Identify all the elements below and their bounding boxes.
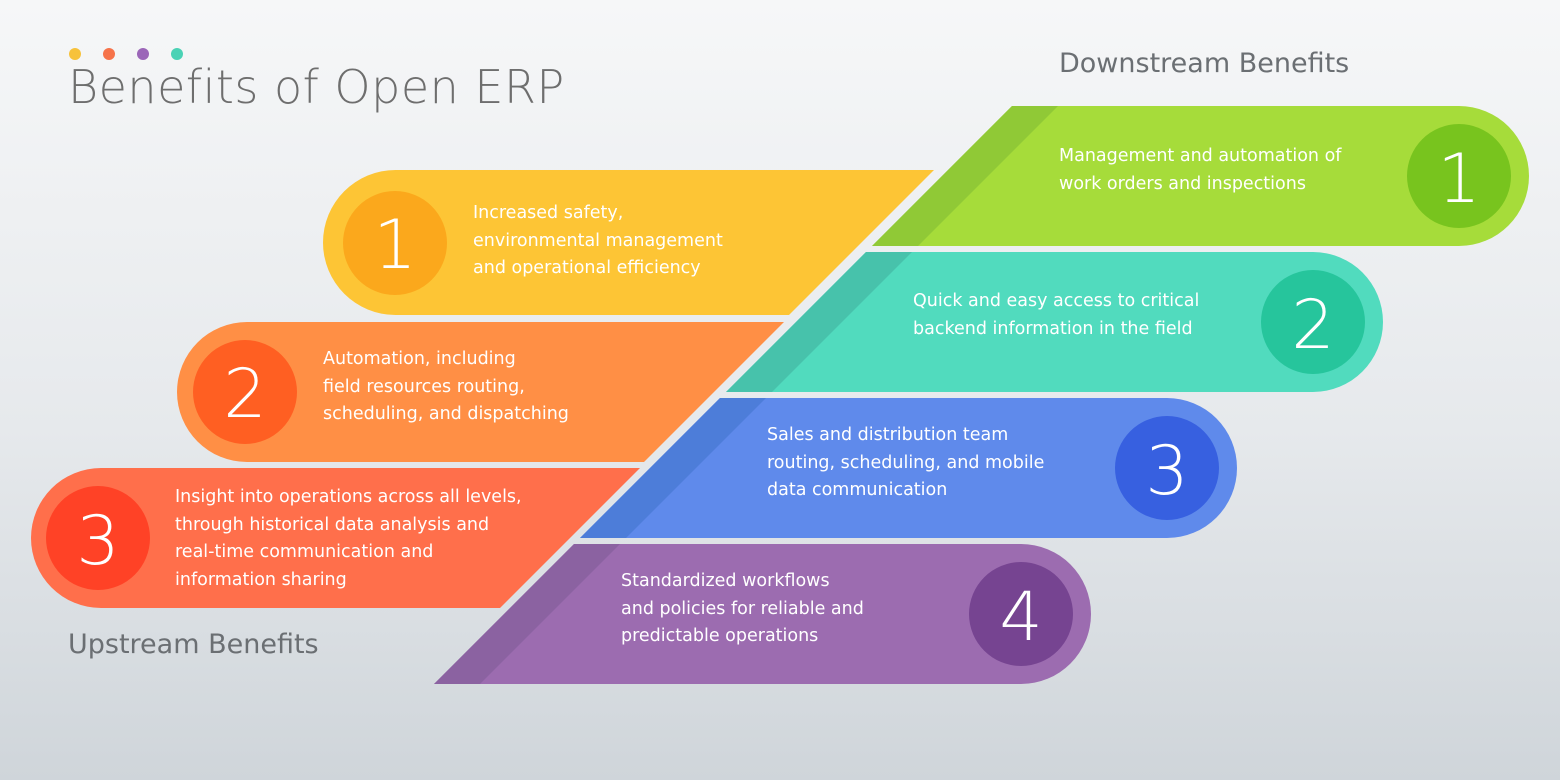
header-dot [69, 48, 81, 60]
downstream-circle-4 [969, 562, 1073, 666]
downstream-band-4 [434, 544, 1091, 684]
downstream-item-2-text: Quick and easy access to critical backen… [913, 291, 1200, 339]
downstream-band-shade-4 [434, 544, 620, 684]
header-dot [137, 48, 149, 60]
upstream-number-1: 1 [373, 206, 416, 285]
upstream-band-1 [323, 170, 934, 315]
downstream-circle-2 [1261, 270, 1365, 374]
downstream-band-shade-2 [726, 252, 912, 392]
upstream-item-2-text: Automation, including field resources ro… [323, 349, 569, 424]
downstream-band-shade-3 [580, 398, 766, 538]
upstream-circle-3 [46, 486, 150, 590]
upstream-label: Upstream Benefits [68, 629, 319, 660]
header-dots [69, 48, 183, 60]
downstream-label: Downstream Benefits [1059, 48, 1350, 79]
downstream-band-3 [580, 398, 1237, 538]
downstream-number-3: 3 [1145, 432, 1188, 511]
upstream-circle-1 [343, 191, 447, 295]
page-title: Benefits of Open ERP [68, 60, 565, 114]
downstream-item-4-text: Standardized workflows and policies for … [621, 571, 864, 646]
downstream-number-2: 2 [1291, 286, 1334, 365]
downstream-band-2 [726, 252, 1383, 392]
downstream-circle-3 [1115, 416, 1219, 520]
downstream-number-4: 4 [999, 578, 1042, 657]
upstream-band-3 [31, 468, 640, 608]
upstream-item-1-text: Increased safety, environmental manageme… [473, 203, 723, 278]
upstream-band-2 [177, 322, 784, 462]
header-dot [171, 48, 183, 60]
header-dot [103, 48, 115, 60]
upstream-item-3-text: Insight into operations across all level… [175, 487, 522, 590]
downstream-band-1 [872, 106, 1529, 246]
downstream-item-1-text: Management and automation of work orders… [1059, 146, 1342, 194]
downstream-circle-1 [1407, 124, 1511, 228]
downstream-band-shade-1 [872, 106, 1058, 246]
downstream-item-3-text: Sales and distribution team routing, sch… [767, 425, 1045, 500]
upstream-number-3: 3 [76, 502, 119, 581]
upstream-number-2: 2 [223, 355, 266, 434]
downstream-number-1: 1 [1437, 140, 1480, 219]
upstream-circle-2 [193, 340, 297, 444]
